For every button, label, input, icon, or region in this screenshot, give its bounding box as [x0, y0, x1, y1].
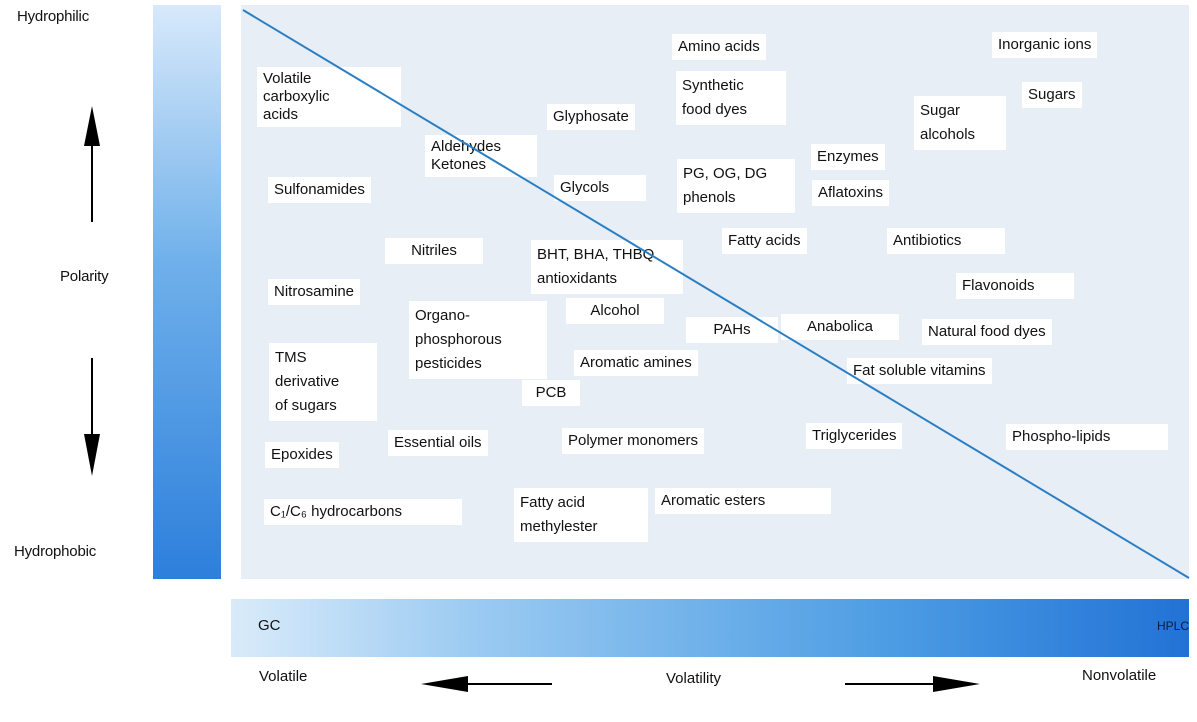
compound-organophosphorous-pesticides: Organo- phosphorous pesticides [409, 301, 547, 379]
volatility-label: Volatility [666, 670, 722, 687]
polarity-label: Polarity [60, 268, 109, 285]
compound-amino-acids: Amino acids [672, 34, 766, 60]
compound-aromatic-esters: Aromatic esters [655, 488, 831, 514]
compound-anabolica: Anabolica [781, 314, 899, 340]
compound-sulfonamides: Sulfonamides [268, 177, 371, 203]
compound-enzymes: Enzymes [811, 144, 885, 170]
compound-tms-derivative-of-sugars: TMS derivative of sugars [269, 343, 377, 421]
hydrophilic-label: Hydrophilic [17, 8, 89, 25]
compound-epoxides: Epoxides [265, 442, 339, 468]
compound-sugar-alcohols: Sugar alcohols [914, 96, 1006, 150]
compound-polymer-monomers: Polymer monomers [562, 428, 705, 454]
compound-fat-soluble-vitamins: Fat soluble vitamins [847, 358, 992, 384]
hydrophobic-label: Hydrophobic [14, 543, 97, 560]
compound-aflatoxins: Aflatoxins [812, 180, 890, 206]
compound-glycols: Glycols [554, 175, 646, 201]
hplc-label: HPLC [1157, 619, 1190, 633]
gc-label: GC [258, 617, 281, 634]
compound-pg-og-dg-phenols: PG, OG, DG phenols [677, 159, 795, 213]
compound-volatile-carboxylic-acids: Volatile carboxylic acids [257, 67, 401, 127]
volatile-label: Volatile [259, 668, 308, 685]
compound-nitrosamine: Nitrosamine [268, 279, 361, 305]
arrow-left-icon [421, 676, 552, 692]
compound-glyphosate: Glyphosate [547, 104, 635, 130]
compound-synthetic-food-dyes: Synthetic food dyes [676, 71, 786, 125]
compound-natural-food-dyes: Natural food dyes [922, 319, 1052, 345]
method-gradient-bar [231, 599, 1189, 657]
compound-flavonoids: Flavonoids [956, 273, 1074, 299]
compound-pcb: PCB [522, 380, 580, 406]
compound-aldehydes-ketones: Aldehydes Ketones [425, 135, 537, 177]
compound-sugars: Sugars [1022, 82, 1082, 108]
arrow-right-icon [845, 676, 980, 692]
compound-essential-oils: Essential oils [388, 430, 488, 456]
compound-aromatic-amines: Aromatic amines [574, 350, 698, 376]
compound-fatty-acids: Fatty acids [722, 228, 807, 254]
compound-inorganic-ions: Inorganic ions [992, 32, 1098, 58]
compound-antibiotics: Antibiotics [887, 228, 1005, 254]
arrow-up-icon [84, 106, 100, 222]
compound-phospho-lipids: Phospho-lipids [1006, 424, 1168, 450]
compound-bht-bha-thbq-antioxidants: BHT, BHA, THBQ antioxidants [531, 240, 683, 294]
compound-fatty-acid-methylester: Fatty acid methylester [514, 488, 648, 542]
polarity-gradient-bar [153, 5, 221, 579]
arrow-down-icon [84, 358, 100, 476]
nonvolatile-label: Nonvolatile [1082, 667, 1157, 684]
compound-nitriles: Nitriles [385, 238, 483, 264]
compound-triglycerides: Triglycerides [806, 423, 903, 449]
compound-pahs: PAHs [686, 317, 778, 343]
compound-c1-c6-hydrocarbons: C₁/C₆ hydrocarbons [264, 499, 462, 525]
compound-alcohol: Alcohol [566, 298, 664, 324]
